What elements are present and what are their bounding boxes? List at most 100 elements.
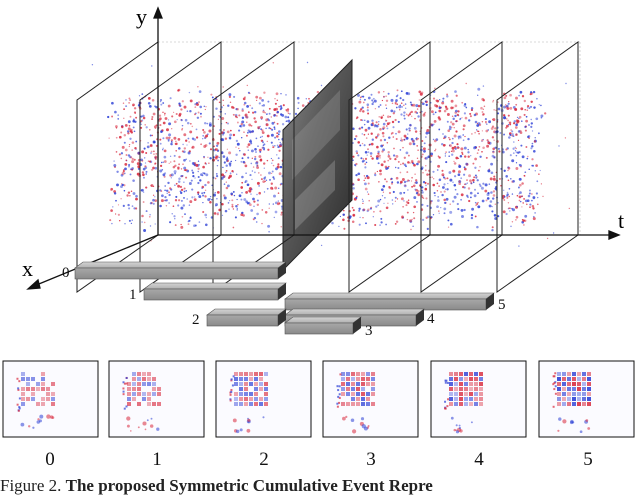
event-point	[159, 142, 162, 145]
event-point	[141, 214, 144, 218]
event-point	[418, 99, 420, 101]
event-point	[492, 194, 496, 197]
event-point	[505, 175, 508, 178]
event-point	[241, 116, 245, 120]
event-point	[387, 202, 389, 204]
event-point	[250, 188, 253, 191]
event-point	[178, 163, 180, 166]
event-point	[152, 166, 155, 170]
event-point	[390, 98, 394, 102]
event-point	[516, 194, 519, 197]
event-point	[140, 158, 143, 161]
event-point	[403, 156, 406, 159]
event-point	[129, 195, 131, 197]
event-point	[372, 101, 374, 103]
event-point	[414, 110, 417, 114]
event-point	[523, 99, 526, 103]
event-point	[271, 159, 274, 162]
event-point	[281, 208, 283, 210]
event-point	[512, 147, 515, 150]
event-point	[129, 168, 132, 171]
event-point	[162, 102, 165, 104]
event-point	[230, 160, 233, 163]
thumbnail-label-3: 3	[366, 449, 376, 470]
event-point	[358, 128, 360, 130]
event-point	[493, 139, 495, 141]
event-point	[185, 176, 188, 179]
event-point	[127, 191, 131, 194]
event-point	[456, 113, 459, 117]
event-point	[437, 199, 440, 202]
event-point	[355, 150, 358, 153]
event-point	[267, 100, 270, 103]
event-point	[444, 155, 447, 157]
event-point	[195, 163, 199, 167]
event-point	[511, 133, 514, 136]
event-point	[204, 162, 207, 164]
event-point	[177, 180, 181, 183]
event-point	[457, 157, 460, 160]
event-point	[131, 219, 133, 221]
event-point	[398, 105, 402, 109]
event-point	[273, 177, 276, 180]
event-point	[228, 162, 232, 166]
event-point	[377, 150, 380, 154]
event-point	[180, 168, 183, 170]
event-point	[448, 136, 450, 139]
event-point	[395, 166, 397, 169]
event-point	[367, 112, 370, 115]
event-point	[343, 209, 345, 212]
event-point	[416, 145, 419, 147]
event-point	[368, 199, 370, 202]
event-point	[480, 186, 484, 190]
event-point	[523, 175, 526, 177]
event-point	[204, 213, 208, 217]
event-point	[152, 202, 155, 205]
event-point	[367, 193, 370, 195]
event-point	[394, 196, 397, 199]
event-point	[150, 152, 152, 154]
event-point	[287, 119, 291, 123]
event-point	[493, 156, 496, 159]
event-point	[215, 148, 219, 152]
event-point	[470, 196, 472, 199]
event-point	[467, 151, 470, 154]
event-point	[355, 173, 358, 177]
event-point	[369, 152, 373, 155]
event-point	[515, 96, 518, 100]
event-point	[208, 129, 212, 133]
event-point	[403, 191, 406, 194]
event-point	[110, 189, 112, 191]
event-point	[273, 113, 276, 116]
event-point	[276, 99, 279, 102]
event-point	[277, 130, 281, 133]
event-point	[355, 162, 358, 166]
event-point	[526, 203, 528, 206]
event-point	[193, 198, 197, 202]
event-point	[489, 177, 493, 181]
event-point	[407, 133, 409, 135]
event-point	[270, 133, 274, 137]
event-point	[396, 89, 399, 92]
event-point	[160, 190, 163, 192]
event-point	[521, 95, 525, 98]
event-point	[357, 172, 361, 176]
event-point	[91, 63, 94, 66]
event-point	[178, 199, 181, 202]
event-point	[160, 199, 164, 203]
event-point	[527, 155, 529, 158]
event-point	[169, 187, 172, 190]
event-point	[226, 156, 228, 159]
event-point	[208, 162, 210, 164]
event-point	[511, 135, 513, 137]
event-point	[394, 200, 396, 202]
event-point	[379, 210, 382, 213]
event-point	[444, 201, 447, 204]
event-point	[424, 156, 428, 160]
event-point	[481, 130, 484, 132]
event-point	[260, 118, 263, 120]
event-point	[159, 204, 162, 208]
event-point	[125, 105, 128, 108]
event-point	[226, 130, 230, 134]
event-point	[200, 143, 202, 146]
